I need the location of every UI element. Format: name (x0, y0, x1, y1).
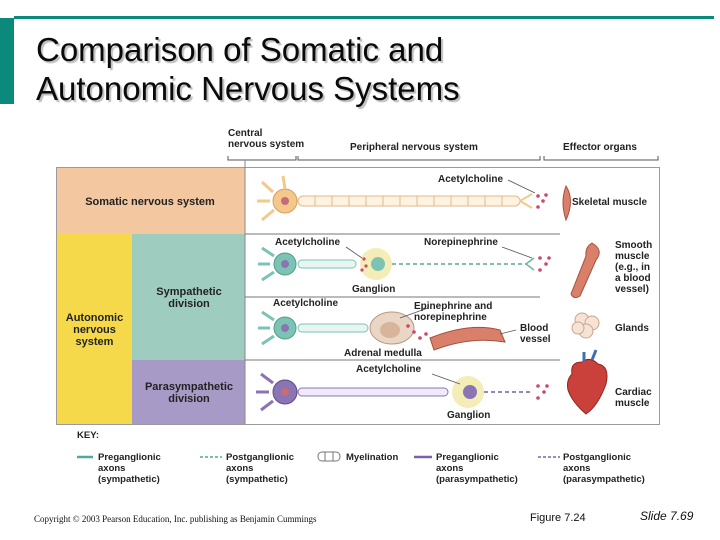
sympathetic-bg (132, 234, 245, 360)
label-autonomic-line3: system (75, 336, 114, 348)
gland-icon (571, 312, 600, 339)
label-parasympathetic-line1: Parasympathetic (144, 381, 234, 393)
label-ganglion-1: Ganglion (352, 284, 396, 295)
label-somatic: Somatic nervous system (85, 196, 215, 208)
key-post-symp-line1: Postganglionic (226, 452, 295, 463)
effector-skeletal: Skeletal muscle (572, 197, 648, 208)
label-ach-symp2: Acetylcholine (273, 298, 339, 309)
parasympathetic-bg (132, 360, 245, 424)
effector-cardiac: Cardiac muscle (615, 387, 652, 409)
effector-smooth-line2: muscle (615, 251, 650, 262)
label-blood-vessel-line2: vessel (520, 334, 551, 345)
label-autonomic: Autonomic nervous system (58, 312, 131, 348)
label-sympathetic-line2: division (168, 298, 210, 310)
header-cns-line1: Central (228, 128, 263, 139)
somatic-row-bg (57, 168, 245, 234)
slide-title: Comparison of Somatic and Autonomic Nerv… (36, 30, 676, 108)
key-pre-symp: Preganglionic axons (sympathetic) (98, 452, 161, 485)
copyright-notice: Copyright © 2003 Pearson Education, Inc.… (34, 514, 317, 524)
key-post-para-line1: Postganglionic (563, 452, 632, 463)
title-line-1: Comparison of Somatic and (36, 31, 444, 68)
accent-bar (0, 18, 14, 104)
key-pre-para: Preganglionic axons (parasympathetic) (436, 452, 518, 485)
key-post-para-line3: (parasympathetic) (563, 474, 645, 485)
key-pre-para-line1: Preganglionic (436, 452, 499, 463)
key-post-para: Postganglionic axons (parasympathetic) (563, 452, 645, 485)
sympathetic-neuron-2 (258, 307, 517, 351)
header-pns: Peripheral nervous system (350, 142, 478, 153)
label-sympathetic: Sympathetic division (134, 286, 244, 310)
label-autonomic-line2: nervous (73, 324, 116, 336)
label-autonomic-line1: Autonomic (65, 312, 124, 324)
key-post-symp-line2: axons (226, 463, 254, 474)
label-epinephrine-line1: Epinephrine and (414, 301, 493, 312)
key-post-para-line2: axons (563, 463, 591, 474)
skeletal-muscle-icon (562, 184, 571, 222)
smooth-muscle-icon (570, 242, 600, 299)
effector-cardiac-line1: Cardiac (615, 387, 652, 398)
label-ach-somatic: Acetylcholine (438, 174, 504, 185)
label-parasympathetic-line2: division (168, 393, 210, 405)
key-myelination: Myelination (346, 452, 399, 463)
blood-vessel-icon (429, 326, 506, 351)
effector-smooth-line5: vessel) (615, 284, 649, 295)
label-parasympathetic: Parasympathetic division (134, 381, 244, 405)
effector-glands: Glands (615, 323, 649, 334)
label-blood-vessel-line1: Blood (520, 323, 549, 334)
label-ganglion-2: Ganglion (447, 410, 491, 421)
key-pre-para-line2: axons (436, 463, 464, 474)
header-brackets (227, 156, 659, 161)
effector-smooth: Smooth muscle (e.g., in a blood vessel) (615, 240, 652, 295)
label-blood-vessel: Blood vessel (520, 323, 551, 345)
header-effectors: Effector organs (563, 142, 637, 153)
label-sympathetic-line1: Sympathetic (156, 286, 222, 298)
effector-smooth-line3: (e.g., in (615, 262, 650, 273)
effector-cardiac-line2: muscle (615, 398, 650, 409)
title-line-2: Autonomic Nervous Systems (36, 70, 460, 107)
top-rule (14, 16, 714, 19)
key-pre-symp-line3: (sympathetic) (98, 474, 160, 485)
label-adrenal-medulla: Adrenal medulla (344, 348, 422, 359)
label-epinephrine-line2: norepinephrine (414, 312, 487, 323)
sympathetic-neuron-1 (258, 246, 551, 282)
label-ach-para: Acetylcholine (356, 364, 422, 375)
diagram-frame (56, 167, 660, 425)
somatic-neuron (257, 175, 548, 222)
effector-smooth-line1: Smooth (615, 240, 653, 251)
header-cns-line2: nervous system (228, 139, 305, 150)
key-pre-symp-line1: Preganglionic (98, 452, 161, 463)
key-post-symp-line3: (sympathetic) (226, 474, 288, 485)
key-pre-symp-line2: axons (98, 463, 126, 474)
key-post-symp: Postganglionic axons (sympathetic) (226, 452, 294, 485)
label-norepinephrine: Norepinephrine (424, 237, 498, 248)
label-ach-symp1: Acetylcholine (275, 237, 341, 248)
label-epinephrine: Epinephrine and norepinephrine (414, 301, 492, 323)
effector-smooth-line4: a blood (615, 273, 651, 284)
slide-number: Slide 7.69 (640, 509, 694, 523)
key-pre-para-line3: (parasympathetic) (436, 474, 518, 485)
key-title: KEY: (77, 430, 99, 441)
autonomic-bg (57, 234, 132, 424)
key-swatches (77, 451, 560, 462)
parasympathetic-neuron (256, 372, 549, 412)
header-cns: Central nervous system (228, 128, 318, 150)
figure-number: Figure 7.24 (530, 512, 586, 524)
heart-icon (567, 349, 608, 415)
